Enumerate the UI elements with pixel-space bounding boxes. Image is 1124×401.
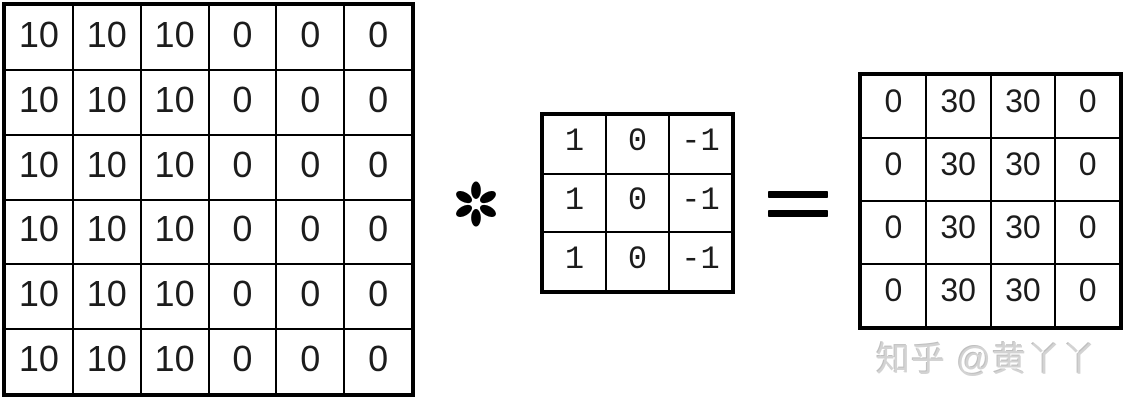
matrix-cell: 10 <box>5 134 73 200</box>
matrix-cell: 0 <box>344 5 412 70</box>
matrix-cell: 0 <box>276 199 345 265</box>
matrix-cell: 30 <box>925 264 991 327</box>
matrix-cell: 10 <box>5 264 73 330</box>
matrix-cell: 30 <box>990 264 1056 327</box>
matrix-cell: 0 <box>344 264 412 330</box>
matrix-cell: 10 <box>140 329 209 394</box>
matrix-cell: 0 <box>276 264 345 330</box>
matrix-cell: 0 <box>1055 75 1120 138</box>
equals-bar-bottom <box>768 210 828 217</box>
matrix-cell: 0 <box>208 5 277 70</box>
matrix-cell: 0 <box>606 115 669 174</box>
matrix-cell: 0 <box>861 201 926 264</box>
equals-icon <box>768 191 828 217</box>
matrix-cell: 10 <box>5 69 73 135</box>
matrix-cell: 10 <box>72 329 141 394</box>
matrix-cell: 0 <box>276 5 345 70</box>
matrix-cell: 0 <box>606 232 669 291</box>
matrix-cell: 0 <box>1055 264 1120 327</box>
matrix-cell: 1 <box>543 115 606 174</box>
matrix-cell: 10 <box>72 134 141 200</box>
matrix-cell: 0 <box>1055 201 1120 264</box>
matrix-cell: 0 <box>1055 138 1120 201</box>
matrix-cell: 30 <box>925 75 991 138</box>
matrix-cell: 0 <box>208 264 277 330</box>
matrix-cell: 30 <box>925 201 991 264</box>
matrix-cell: 0 <box>344 329 412 394</box>
matrix-cell: 0 <box>208 199 277 265</box>
matrix-cell: 1 <box>543 232 606 291</box>
convolution-asterisk-icon <box>453 178 499 230</box>
matrix-cell: 10 <box>140 5 209 70</box>
matrix-cell: 30 <box>990 75 1056 138</box>
matrix-cell: 0 <box>344 69 412 135</box>
matrix-cell: 1 <box>543 173 606 233</box>
matrix-cell: 0 <box>861 75 926 138</box>
matrix-cell: 10 <box>72 5 141 70</box>
matrix-cell: 30 <box>990 138 1056 201</box>
matrix-cell: 0 <box>861 138 926 201</box>
matrix-cell: 10 <box>5 5 73 70</box>
matrix-cell: 0 <box>276 134 345 200</box>
matrix-cell: 10 <box>140 264 209 330</box>
matrix-cell: 10 <box>72 264 141 330</box>
equals-bar-top <box>768 191 828 198</box>
matrix-cell: 10 <box>72 199 141 265</box>
matrix-cell: 10 <box>140 69 209 135</box>
matrix-cell: 0 <box>606 173 669 233</box>
matrix-cell: 10 <box>140 199 209 265</box>
matrix-cell: -1 <box>669 232 732 291</box>
matrix-cell: -1 <box>669 173 732 233</box>
matrix-cell: 0 <box>276 69 345 135</box>
matrix-cell: 0 <box>861 264 926 327</box>
watermark: 知乎 @黄丫丫 <box>876 341 1097 379</box>
matrix-cell: 10 <box>5 199 73 265</box>
matrix-cell: 0 <box>208 69 277 135</box>
matrix-cell: 0 <box>344 134 412 200</box>
matrix-cell: 0 <box>276 329 345 394</box>
matrix-cell: 10 <box>72 69 141 135</box>
matrix-cell: 10 <box>140 134 209 200</box>
matrix-cell: 0 <box>208 329 277 394</box>
matrix-cell: 0 <box>344 199 412 265</box>
matrix-cell: 0 <box>208 134 277 200</box>
matrix-cell: 30 <box>925 138 991 201</box>
matrix-cell: 10 <box>5 329 73 394</box>
matrix-cell: 30 <box>990 201 1056 264</box>
matrix-cell: -1 <box>669 115 732 174</box>
